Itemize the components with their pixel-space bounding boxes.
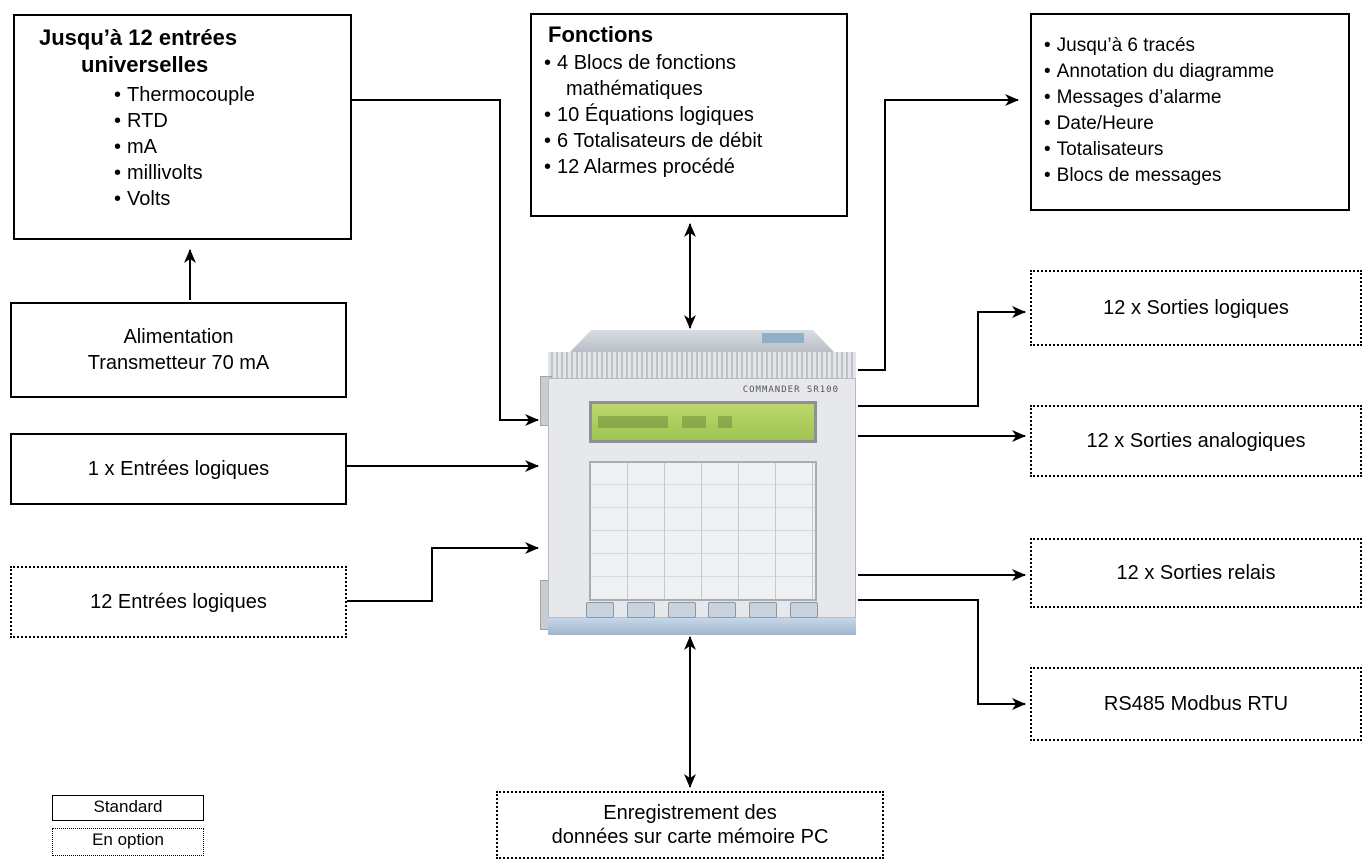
device-keypad	[586, 602, 818, 622]
list-item: Totalisateurs	[1044, 137, 1348, 163]
universal-inputs-box: Jusqu’à 12 entrées universelles Thermoco…	[13, 14, 352, 240]
list-item: Jusqu’à 6 tracés	[1044, 33, 1348, 59]
analog-outputs-box: 12 x Sorties analogiques	[1030, 405, 1362, 477]
recorder-device-image: COMMANDER SR100	[540, 330, 856, 635]
list-item: Blocs de messages	[1044, 163, 1348, 189]
legend-optional: En option	[52, 828, 204, 856]
list-item: mA	[114, 134, 350, 160]
pc-card-storage-box: Enregistrement des données sur carte mém…	[496, 791, 884, 859]
list-item: Annotation du diagramme	[1044, 59, 1348, 85]
digital-input-standard-label: 1 x Entrées logiques	[87, 458, 270, 480]
universal-inputs-list: Thermocouple RTD mA millivolts Volts	[39, 82, 350, 212]
device-key	[586, 602, 614, 618]
display-features-box: Jusqu’à 6 tracés Annotation du diagramme…	[1030, 13, 1350, 211]
device-key	[626, 602, 655, 618]
functions-list: 4 Blocs de fonctions mathématiques 10 Éq…	[544, 50, 846, 180]
list-item: 4 Blocs de fonctions	[544, 50, 846, 76]
legend-standard: Standard	[52, 795, 204, 821]
list-item: 10 Équations logiques	[544, 102, 846, 128]
list-item: 6 Totalisateurs de débit	[544, 128, 846, 154]
list-item-continuation: mathématiques	[566, 78, 703, 100]
digital-input-optional-label: 12 Entrées logiques	[90, 591, 267, 613]
display-features-list: Jusqu’à 6 tracés Annotation du diagramme…	[1044, 33, 1348, 189]
modbus-label: RS485 Modbus RTU	[1103, 693, 1289, 715]
universal-inputs-title-line1: Jusqu’à 12 entrées	[39, 25, 238, 50]
device-brand-logo: COMMANDER SR100	[742, 385, 839, 395]
wire-logic-out	[858, 306, 1026, 407]
device-key	[667, 602, 696, 618]
functions-title: Fonctions	[548, 22, 654, 47]
wire-inputs-to-device	[352, 99, 539, 426]
analog-outputs-label: 12 x Sorties analogiques	[1086, 430, 1306, 452]
wire-device-to-display	[858, 94, 1019, 371]
transmitter-power-box: Alimentation Transmetteur 70 mA	[10, 302, 347, 398]
transmitter-power-line2: Transmetteur 70 mA	[87, 352, 270, 374]
pc-card-storage-line1: Enregistrement des	[603, 802, 777, 824]
device-front-panel: COMMANDER SR100	[548, 378, 856, 618]
legend-optional-label: En option	[92, 830, 164, 849]
modbus-box: RS485 Modbus RTU	[1030, 667, 1362, 741]
wire-digital-in-opt	[347, 542, 539, 602]
lcd-segment	[682, 416, 706, 428]
device-top-tab	[762, 333, 804, 343]
digital-input-standard-box: 1 x Entrées logiques	[10, 433, 347, 505]
wire-modbus	[858, 599, 1026, 710]
device-chart-paper	[589, 461, 817, 601]
transmitter-power-line1: Alimentation	[123, 326, 234, 348]
device-key	[749, 602, 778, 618]
digital-input-optional-box: 12 Entrées logiques	[10, 566, 347, 638]
logic-outputs-box: 12 x Sorties logiques	[1030, 270, 1362, 346]
list-item: millivolts	[114, 160, 350, 186]
list-item: RTD	[114, 108, 350, 134]
lcd-segment	[598, 416, 668, 428]
universal-inputs-title-line2: universelles	[81, 52, 209, 77]
pc-card-storage-line2: données sur carte mémoire PC	[551, 826, 829, 848]
logic-outputs-label: 12 x Sorties logiques	[1103, 297, 1289, 319]
device-vent-ribs	[548, 352, 856, 379]
device-key	[708, 602, 737, 618]
list-item: Thermocouple	[114, 82, 350, 108]
list-item: Messages d’alarme	[1044, 85, 1348, 111]
device-key	[789, 602, 818, 618]
list-item: 12 Alarmes procédé	[544, 154, 846, 180]
functions-box: Fonctions 4 Blocs de fonctions mathémati…	[530, 13, 848, 217]
device-lcd-display	[589, 401, 817, 443]
relay-outputs-box: 12 x Sorties relais	[1030, 538, 1362, 608]
list-item: Date/Heure	[1044, 111, 1348, 137]
list-item: Volts	[114, 186, 350, 212]
relay-outputs-label: 12 x Sorties relais	[1116, 562, 1276, 584]
lcd-segment	[718, 416, 732, 428]
device-base-strip	[548, 618, 856, 635]
legend-standard-label: Standard	[93, 797, 163, 816]
